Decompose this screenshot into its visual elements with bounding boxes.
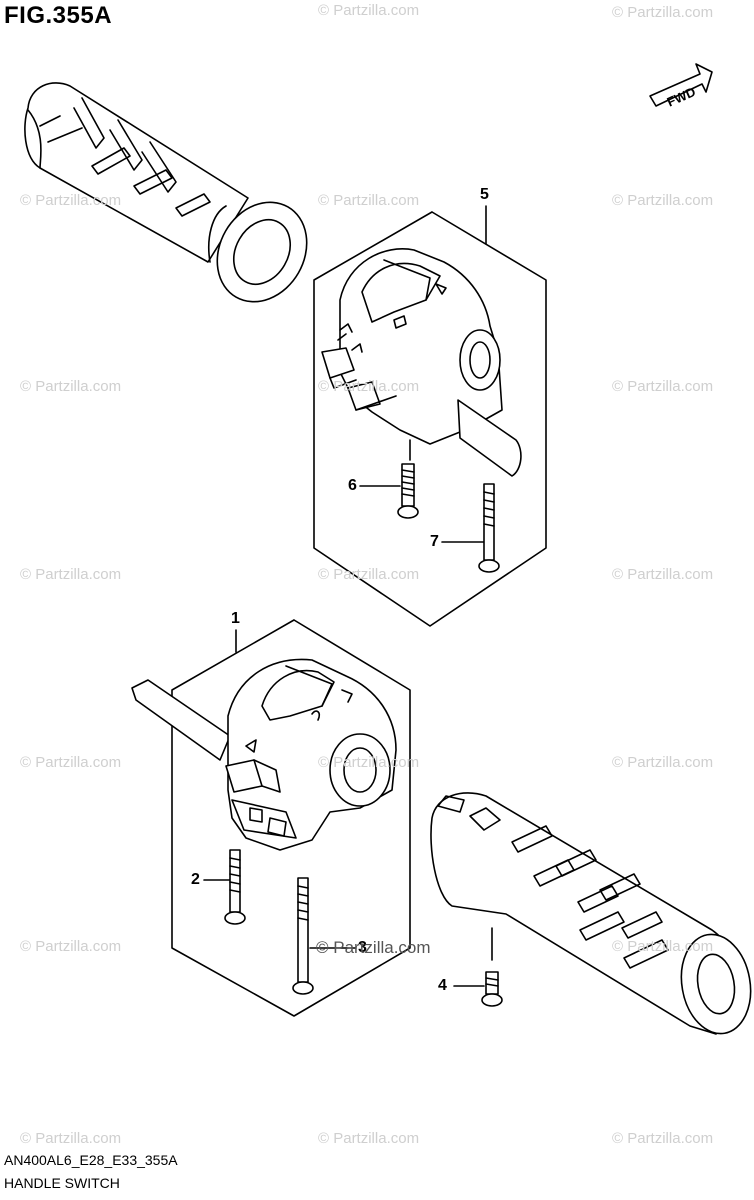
- part-label-1: 1: [231, 610, 240, 627]
- figure-name: HANDLE SWITCH: [4, 1175, 120, 1191]
- part-label-2: 2: [191, 871, 200, 888]
- watermark: © Partzilla.com: [20, 566, 122, 583]
- watermark: © Partzilla.com: [612, 754, 714, 771]
- watermark: © Partzilla.com: [20, 1130, 122, 1147]
- part-5-group-outline: [313, 211, 547, 627]
- watermark: © Partzilla.com: [612, 4, 714, 21]
- figure-title: FIG.355A: [4, 2, 113, 29]
- left-grip-drawing: [24, 82, 308, 303]
- part-label-6: 6: [348, 477, 357, 494]
- part-7-screw-drawing: [441, 483, 500, 573]
- part-1-group-outline: [171, 619, 411, 1017]
- part-6-screw-drawing: [359, 463, 419, 519]
- watermark: © Partzilla.com: [318, 566, 420, 583]
- watermark: © Partzilla.com: [316, 938, 431, 957]
- part-label-3: 3: [358, 939, 367, 956]
- part-label-5: 5: [480, 186, 489, 203]
- part-label-7: 7: [430, 533, 439, 550]
- lower-handle-switch-drawing: [131, 658, 397, 851]
- watermark: © Partzilla.com: [612, 938, 714, 955]
- watermark: © Partzilla.com: [612, 192, 714, 209]
- watermark: © Partzilla.com: [20, 192, 122, 209]
- watermark: © Partzilla.com: [318, 378, 420, 395]
- right-grip-drawing: [430, 792, 752, 1035]
- part-2-screw-drawing: [203, 849, 246, 925]
- watermark: © Partzilla.com: [20, 754, 122, 771]
- watermark: © Partzilla.com: [612, 1130, 714, 1147]
- figure-code: AN400AL6_E28_E33_355A: [4, 1152, 178, 1168]
- part-4-screw-drawing: [453, 927, 503, 1007]
- part-label-4: 4: [438, 977, 447, 994]
- watermark: © Partzilla.com: [20, 938, 122, 955]
- upper-handle-switch-drawing: [321, 248, 522, 477]
- watermark: © Partzilla.com: [318, 2, 420, 19]
- part-3-screw-drawing: [292, 877, 357, 995]
- watermark: © Partzilla.com: [612, 378, 714, 395]
- watermark: © Partzilla.com: [318, 192, 420, 209]
- fwd-arrow-icon: FWD: [649, 63, 713, 110]
- watermark: © Partzilla.com: [20, 378, 122, 395]
- watermark: © Partzilla.com: [612, 566, 714, 583]
- watermark: © Partzilla.com: [318, 1130, 420, 1147]
- watermark: © Partzilla.com: [318, 754, 420, 771]
